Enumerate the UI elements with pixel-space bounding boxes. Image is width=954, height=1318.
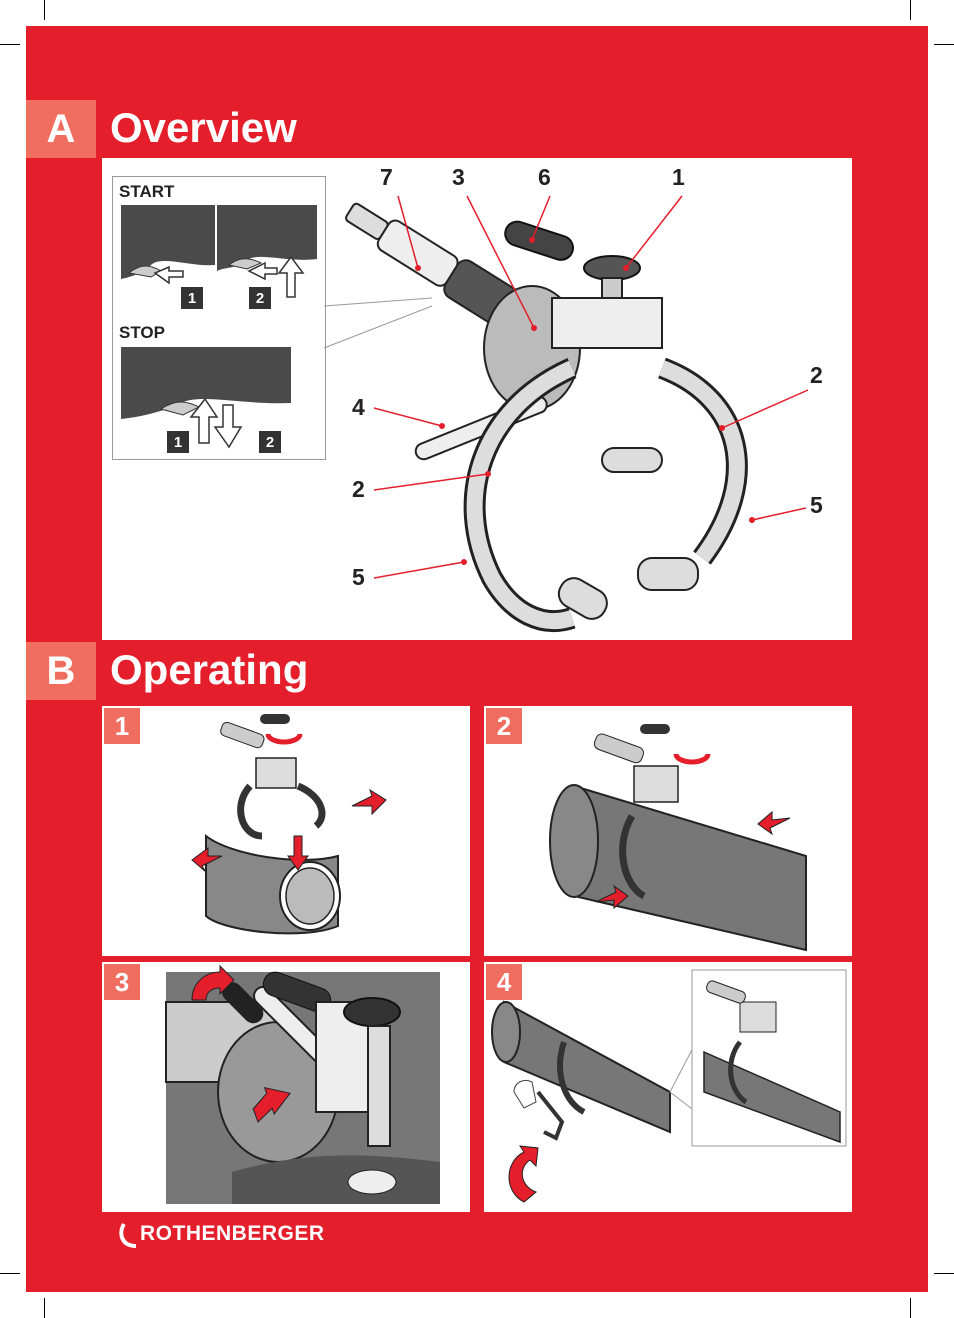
start-badge-2: 2 [249,287,271,309]
step-3-illustration [165,964,440,1204]
step-4-badge: 4 [486,964,522,1000]
stop-badge-1: 1 [167,431,189,453]
callout-3: 3 [452,164,465,190]
step-1-badge: 1 [104,708,140,744]
callout-5-left: 5 [352,564,365,590]
callout-2-left: 2 [352,476,365,502]
brand-logo-mark [119,1222,137,1248]
section-a-letter: A [26,100,96,158]
callout-5-right: 5 [810,492,823,518]
step-2-illustration [549,724,807,952]
crop-mark [44,1298,45,1318]
step-1-illustration [191,714,387,935]
callout-6: 6 [538,164,551,190]
section-a-title: Overview [110,104,297,151]
operating-step-4-panel: 4 [484,962,852,1212]
callout-2-right: 2 [810,362,823,388]
operating-step-1-panel: 1 [102,706,470,956]
step-4-illustration [491,969,847,1203]
stop-badge-2: 2 [259,431,281,453]
crop-mark [44,0,45,20]
operating-step-2-panel: 2 [484,706,852,956]
section-b-letter: B [26,642,96,700]
start-label: START [119,182,175,201]
section-b-title: Operating [110,646,309,693]
callout-7: 7 [380,164,393,190]
crop-mark [934,44,954,45]
crop-mark [934,1273,954,1274]
crop-mark [910,1298,911,1318]
step-3-badge: 3 [104,964,140,1000]
start-stop-inset: START 1 2 STOP 1 2 [112,176,326,460]
operating-step-3-panel: 3 [102,962,470,1212]
crop-mark [910,0,911,20]
step-2-badge: 2 [486,708,522,744]
brand-name: ROTHENBERGER [140,1222,325,1245]
crop-mark [0,44,20,45]
start-badge-1: 1 [181,287,203,309]
crop-mark [0,1273,20,1274]
stop-label: STOP [119,323,165,342]
overview-panel: START 1 2 STOP 1 2 [102,158,852,640]
callout-4: 4 [352,394,365,420]
callout-1: 1 [672,164,685,190]
pipe-cutter-illustration [323,195,809,632]
